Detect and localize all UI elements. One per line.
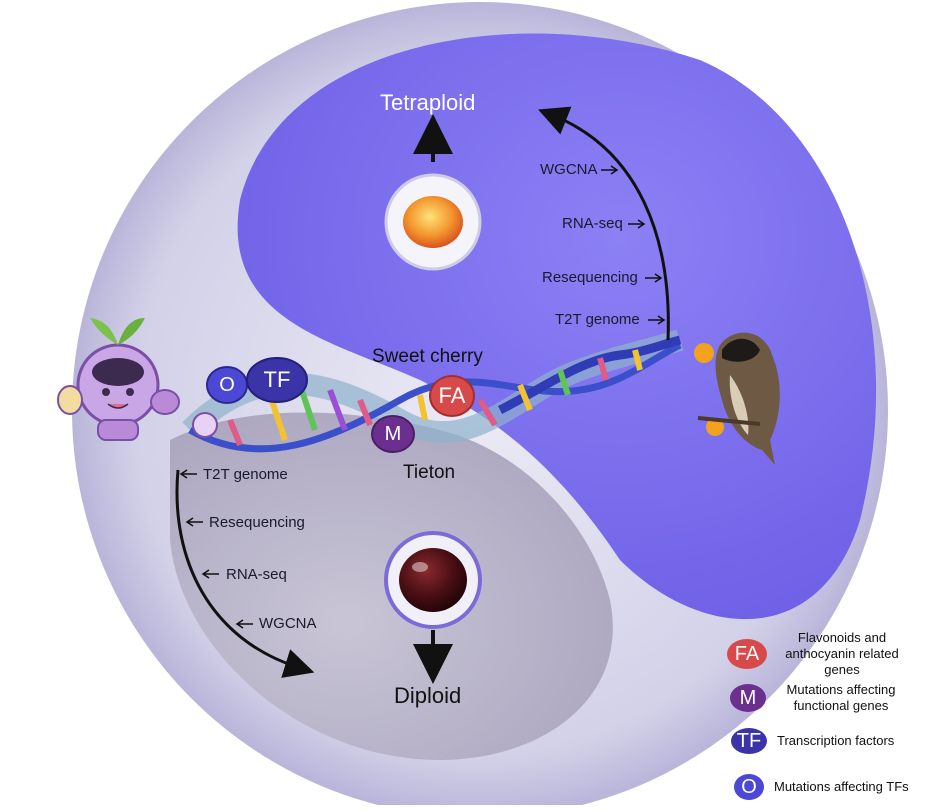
step-down-t2t-genome: T2T genome [203, 466, 288, 483]
legend-badge-o: O [734, 774, 764, 800]
step-down-resequencing: Resequencing [209, 514, 305, 531]
legend-item-m: M Mutations affecting functional genes [730, 682, 906, 714]
badge-o-text: O [219, 373, 235, 396]
badge-m-text: M [384, 422, 402, 445]
bird-illustration [694, 332, 780, 465]
step-up-rna-seq: RNA-seq [562, 215, 623, 232]
legend-item-tf: TF Transcription factors [731, 728, 894, 754]
step-up-resequencing: Resequencing [542, 269, 638, 286]
downward-pipeline-arrow [175, 469, 315, 678]
legend-badge-tf: TF [731, 728, 767, 754]
legend-text-o: Mutations affecting TFs [774, 779, 909, 794]
upward-pipeline-arrow [538, 106, 670, 341]
badge-tf [246, 357, 308, 403]
legend-badge-fa: FA [727, 639, 767, 669]
sweet-cherry-label: Sweet cherry [372, 346, 483, 367]
tetraploid-lobe [237, 33, 877, 620]
legend-item-fa: FA Flavonoids and anthocyanin related ge… [727, 630, 907, 678]
step-arrows [179, 165, 666, 629]
legend-text-fa: Flavonoids and anthocyanin related genes [785, 630, 899, 677]
step-down-wgcna: WGCNA [259, 615, 317, 632]
badge-fa-text: FA [438, 383, 466, 408]
legend-item-o: O Mutations affecting TFs [734, 774, 909, 800]
diploid-label: Diploid [394, 683, 462, 708]
badge-tf-text: TF [263, 367, 291, 392]
step-up-t2t-genome: T2T genome [555, 311, 640, 328]
legend-badge-m: M [730, 684, 766, 712]
step-down-rna-seq: RNA-seq [226, 566, 287, 583]
diploid-cherry-image [399, 548, 467, 612]
badge-fa [429, 375, 475, 417]
tieton-label: Tieton [403, 462, 456, 483]
step-up-wgcna: WGCNA [540, 161, 598, 178]
legend-text-m: Mutations affecting functional genes [786, 682, 896, 713]
mascot-illustration [57, 318, 218, 441]
legend-text-tf: Transcription factors [777, 733, 895, 748]
tetraploid-cherry-image [403, 196, 463, 248]
tetraploid-label: Tetraploid [380, 90, 476, 115]
badge-m [371, 415, 415, 453]
